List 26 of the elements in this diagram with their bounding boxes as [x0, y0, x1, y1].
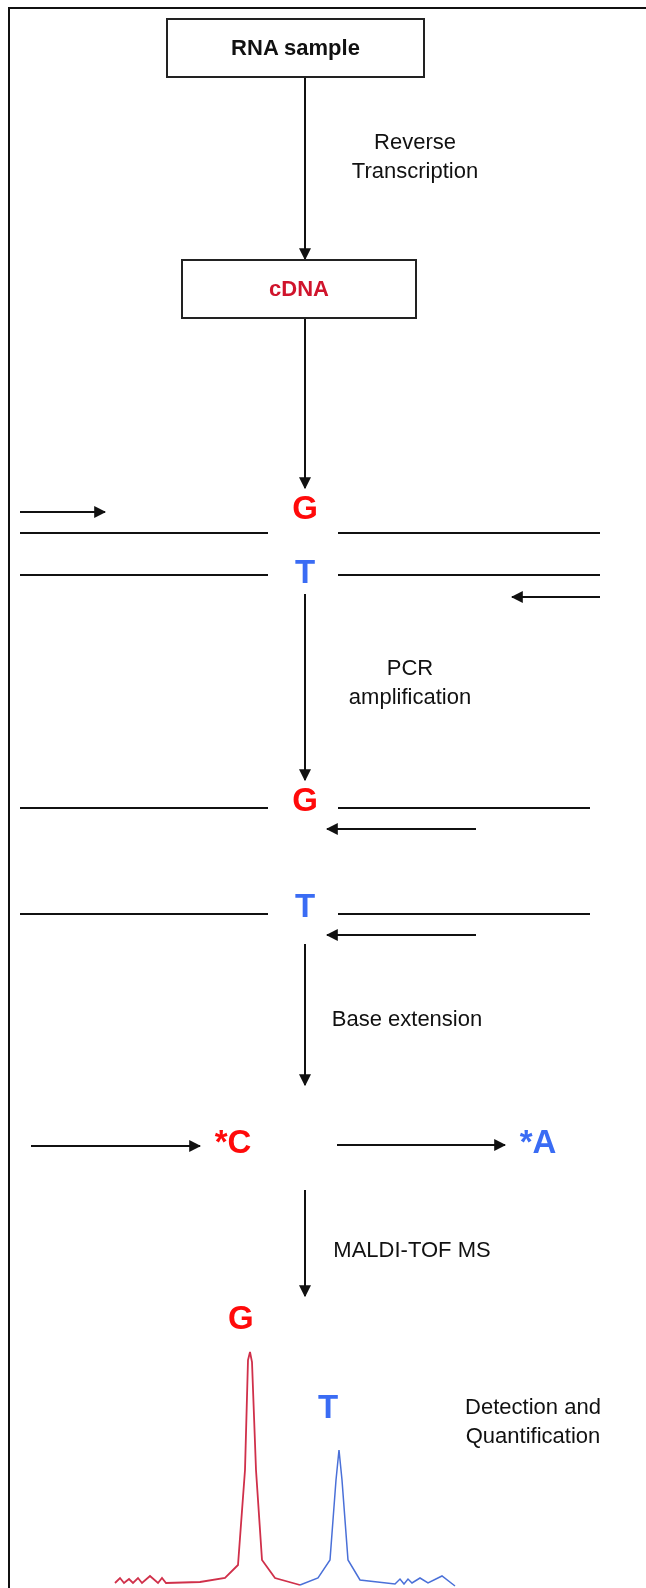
peak-label: G [228, 1300, 254, 1337]
edge-label: Base extension [330, 1005, 484, 1033]
arrow [299, 318, 311, 490]
peak-label: T [318, 1389, 339, 1426]
edge-label: PCR amplification [347, 654, 473, 711]
arrow [299, 77, 311, 261]
nucleotide-label: T [294, 552, 316, 592]
process-box [166, 18, 425, 78]
arrow [299, 593, 311, 782]
nucleotide-label: *A [519, 1122, 557, 1162]
edge-label: Reverse Transcription [350, 128, 480, 185]
arrow [325, 823, 477, 835]
arrow [299, 943, 311, 1087]
nucleotide-label: G [292, 780, 318, 820]
box-label: RNA sample [231, 34, 360, 62]
nucleotide-label: T [294, 886, 316, 926]
edge-label: MALDI-TOF MS [332, 1236, 492, 1264]
arrow [325, 929, 477, 941]
nucleotide-label: G [292, 488, 318, 528]
box-label: cDNA [269, 275, 329, 303]
arrow [30, 1140, 202, 1152]
step-label: Detection and Quantification [464, 1393, 602, 1450]
arrow [336, 1139, 507, 1151]
process-box [181, 259, 417, 319]
nucleotide-label: *C [214, 1122, 252, 1162]
arrow [299, 1189, 311, 1298]
